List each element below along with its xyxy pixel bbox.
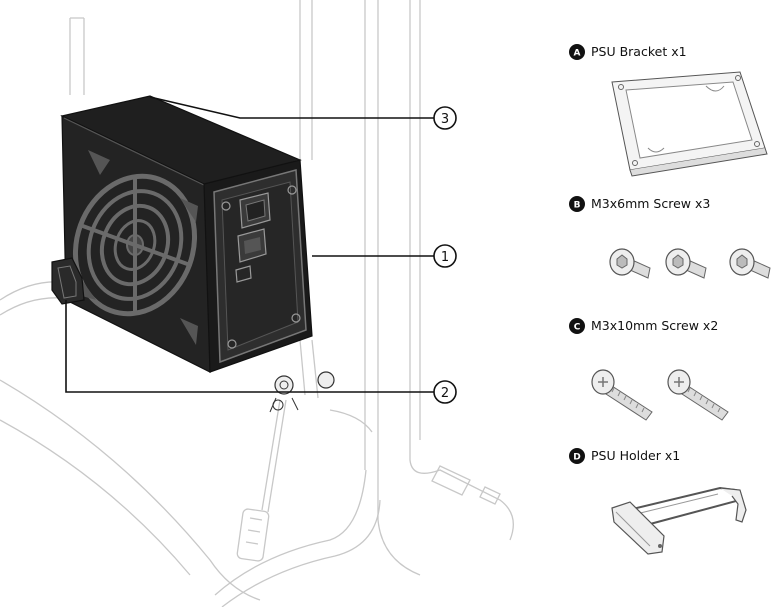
fan-grille (72, 150, 198, 345)
part-d-letter: D (573, 453, 580, 463)
part-c-label: M3x10mm Screw x2 (591, 318, 718, 333)
part-b-letter: B (574, 201, 581, 211)
part-a-label: PSU Bracket x1 (591, 44, 687, 59)
psu-bracket-icon (611, 71, 768, 177)
part-a: A PSU Bracket x1 (569, 44, 768, 177)
part-c-letter: C (574, 323, 581, 333)
part-b-label: M3x6mm Screw x3 (591, 196, 710, 211)
callout-2: 2 (433, 380, 457, 404)
part-b: B M3x6mm Screw x3 (569, 196, 771, 279)
callout-3-number: 3 (441, 112, 449, 127)
mounting-screws (269, 371, 335, 413)
part-c: C M3x10mm Screw x2 (569, 318, 729, 421)
callout-leaders (65, 96, 434, 393)
part-d-label: PSU Holder x1 (591, 448, 680, 463)
short-screw-icon (609, 248, 771, 279)
callout-1: 1 (433, 244, 457, 268)
psu-illustration (60, 95, 313, 373)
part-d: D PSU Holder x1 (569, 448, 747, 555)
long-screw-icon (591, 369, 729, 421)
psu-holder-clip (51, 257, 85, 305)
callout-2-number: 2 (441, 386, 449, 401)
part-a-letter: A (574, 49, 581, 59)
callout-3: 3 (433, 106, 457, 130)
psu-holder-icon (611, 486, 747, 555)
callout-1-number: 1 (441, 250, 449, 265)
